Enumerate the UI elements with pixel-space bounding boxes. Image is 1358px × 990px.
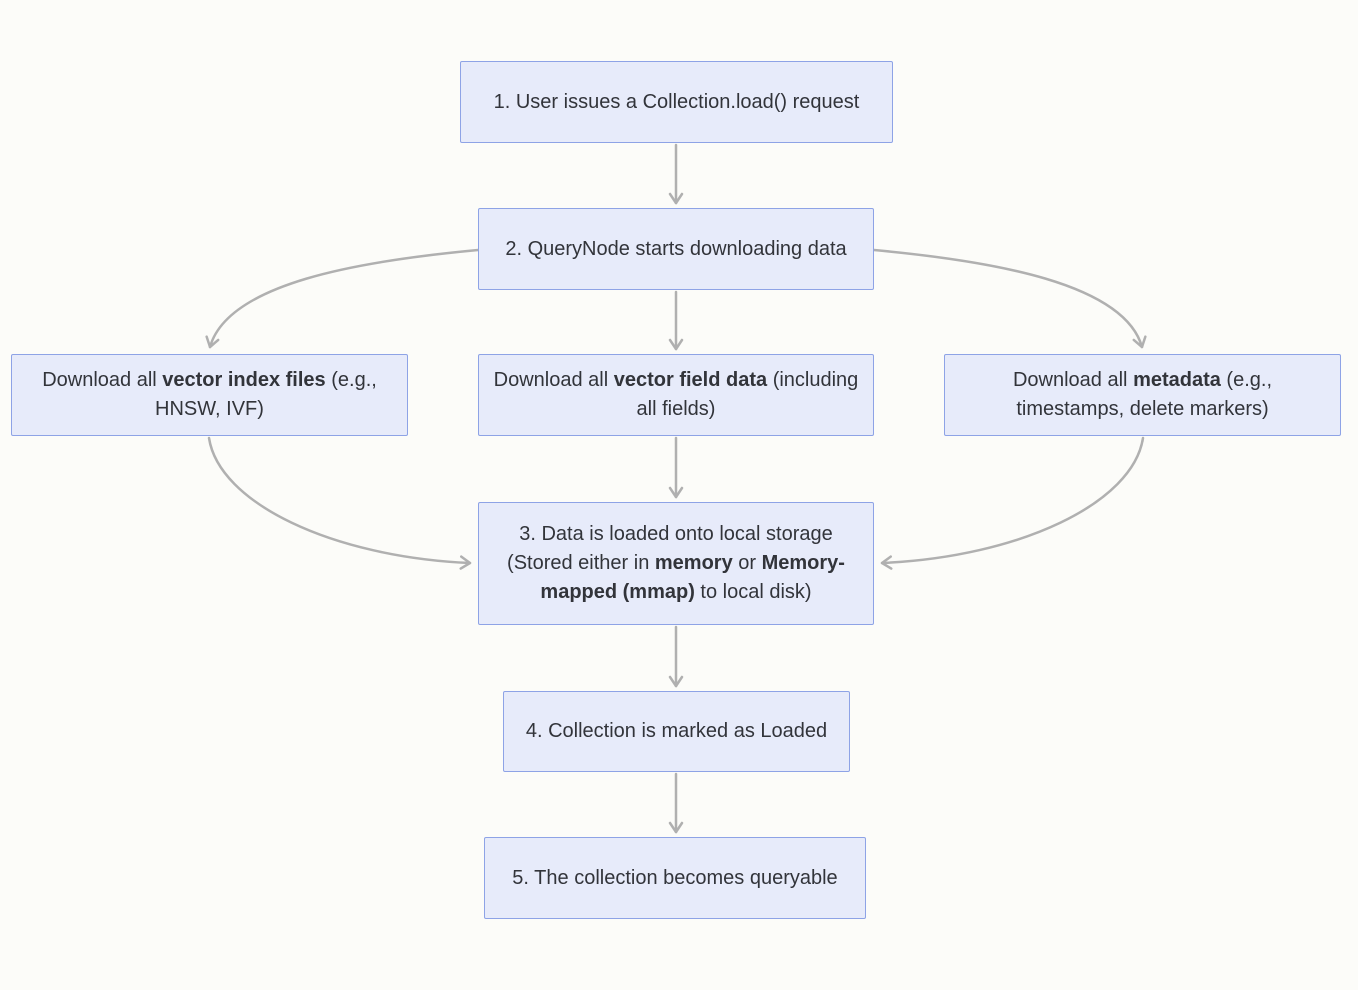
node-step-3: 3. Data is loaded onto local storage (St… [478,502,874,625]
node-download-metadata-label: Download all metadata (e.g., timestamps,… [1012,369,1273,420]
node-download-vector-index-files: Download all vector index files (e.g., H… [11,354,408,436]
node-step-2: 2. QueryNode starts downloading data [478,208,874,290]
node-step-4-label: 4. Collection is marked as Loaded [525,720,828,742]
node-step-5: 5. The collection becomes queryable [484,837,866,919]
node-step-1-label: 1. User issues a Collection.load() reque… [493,90,860,113]
arrow-download-metadata-to-step3 [880,436,1145,570]
node-step-3-label: 3. Data is loaded onto local storage (St… [507,523,845,603]
node-download-vector-field-data: Download all vector field data (includin… [478,354,874,436]
arrow-step2-to-download-metadata [872,248,1147,349]
node-download-vector-index-files-label: Download all vector index files (e.g., H… [42,369,377,420]
node-download-vector-field-data-label: Download all vector field data (includin… [493,369,859,420]
arrow-step2-to-download-vector-index-files [205,248,480,349]
node-step-1: 1. User issues a Collection.load() reque… [460,61,893,143]
arrow-download-vector-index-files-to-step3 [207,436,472,570]
node-step-5-label: 5. The collection becomes queryable [512,866,838,889]
node-step-2-label: 2. QueryNode starts downloading data [505,237,847,260]
node-download-metadata: Download all metadata (e.g., timestamps,… [944,354,1341,436]
node-step-4: 4. Collection is marked as Loaded [503,691,850,772]
